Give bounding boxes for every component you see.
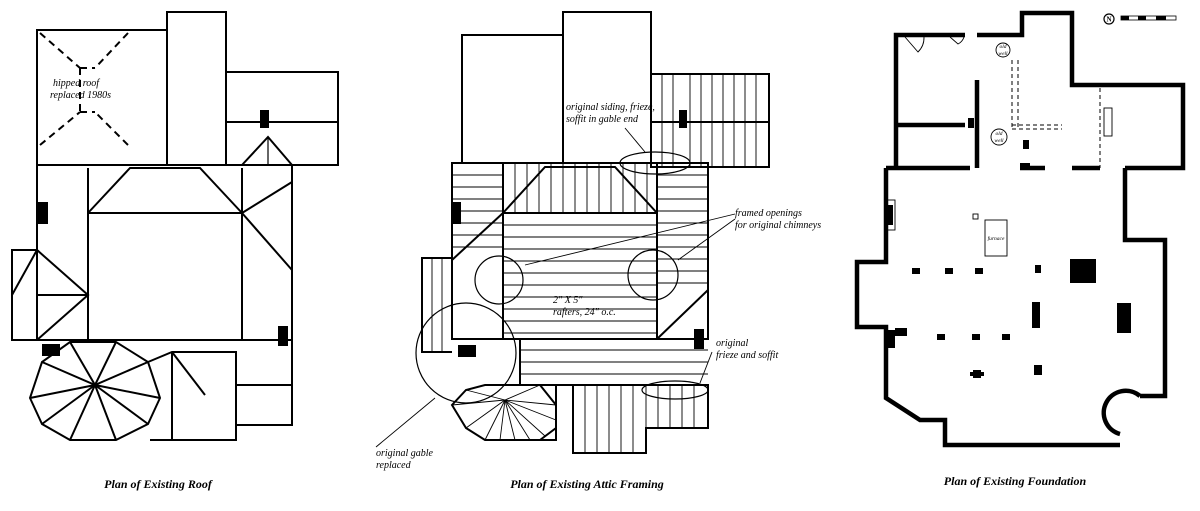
north-arrow-icon: N (1103, 13, 1115, 25)
attic-note-gable-line1: original gable (376, 448, 434, 459)
attic-plan-title: Plan of Existing Attic Framing (510, 477, 664, 491)
attic-note-siding-line1: original siding, frieze, (566, 102, 655, 113)
attic-outlines (421, 11, 770, 454)
foundation-plan: old well old well furnace N Plan of Exis… (854, 10, 1186, 488)
attic-note-gable-line2: replaced (376, 460, 412, 471)
old-well-2-circle (990, 128, 1008, 146)
chimney-opening-left (474, 255, 524, 305)
foundation-dashed-lines (1011, 60, 1101, 168)
callout-leaders (375, 127, 736, 448)
foundation-piers (885, 118, 1131, 378)
attic-note-frieze-line2: frieze and soffit (716, 350, 778, 361)
frieze-ellipse (641, 380, 709, 400)
north-arrow-letter: N (1106, 16, 1111, 24)
old-well-1-circle (995, 42, 1011, 58)
door-swing-right (949, 36, 965, 45)
small-square (972, 213, 979, 220)
furnace-label: furnace (988, 235, 1005, 242)
roof-plan: hipped roof replaced 1980s Plan of Exist… (11, 11, 339, 491)
gable-replaced-circle (415, 302, 517, 404)
rafter-hatching (431, 74, 757, 453)
roof-plan-title: Plan of Existing Roof (104, 477, 213, 491)
chimney-opening-right (627, 249, 679, 301)
turret-ribs (29, 341, 161, 441)
old-well-1-label-line1: old (999, 44, 1006, 50)
attic-note-frieze-line1: original (716, 338, 748, 349)
attic-note-rafters-line2: rafters, 24" o.c. (553, 307, 616, 318)
attic-framing-plan: original siding, frieze, soffit in gable… (375, 11, 821, 491)
old-well-1-label-line2: well (998, 51, 1008, 57)
scale-bar (1120, 15, 1177, 21)
roof-note-line1: hipped roof (53, 78, 100, 89)
roof-note-line2: replaced 1980s (50, 90, 111, 101)
attic-note-openings-line1: framed openings (735, 208, 802, 219)
window-well (1103, 107, 1113, 137)
roof-outlines (11, 11, 339, 441)
attic-note-rafters-line1: 2" X 5" (553, 295, 583, 306)
furnace-box (984, 219, 1008, 257)
foundation-walls (854, 10, 1186, 448)
attic-note-siding-line2: soffit in gable end (566, 114, 639, 125)
foundation-plan-title: Plan of Existing Foundation (944, 474, 1087, 488)
exterior-opening (886, 199, 896, 231)
old-well-2-label-line2: well (994, 138, 1004, 144)
old-well-2-label-line1: old (995, 131, 1002, 137)
gable-end-ellipse (619, 151, 691, 175)
door-swing-left (904, 36, 925, 53)
attic-note-openings-line2: for original chimneys (735, 220, 821, 231)
